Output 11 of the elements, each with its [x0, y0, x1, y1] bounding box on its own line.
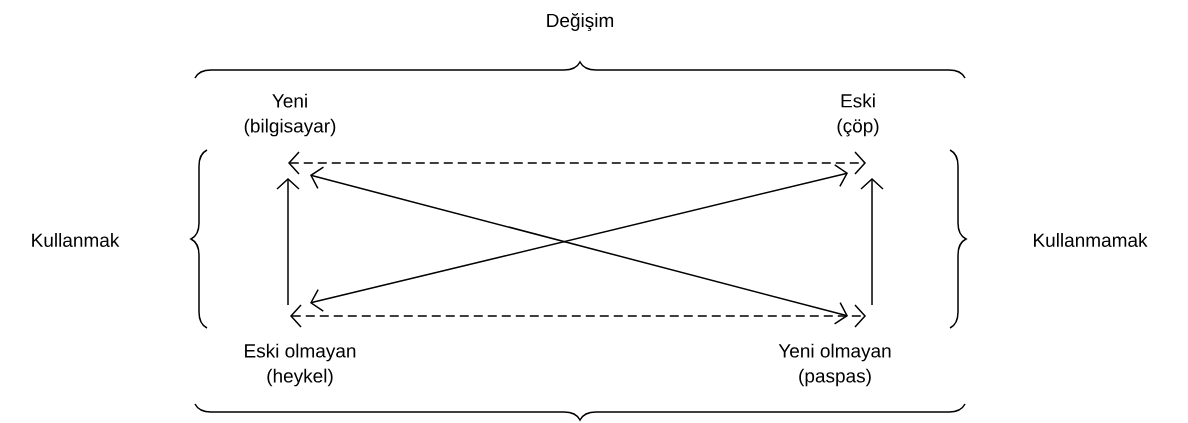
brace-label: Kullanmak [32, 233, 120, 247]
term-label: Yeni olmayan (paspas) [778, 343, 891, 387]
brace-label: Değişim [547, 13, 614, 31]
term-label: Yeni (bilgisayar) [244, 93, 336, 137]
arrow [288, 151, 866, 175]
brace-label: Kullanmamak [1034, 233, 1148, 247]
term-label: Eski olmayan (heykel) [245, 343, 356, 387]
arrow [860, 178, 884, 306]
term-label: Eski (çöp) [837, 93, 879, 137]
arrow [276, 178, 300, 306]
arrow [290, 304, 866, 328]
